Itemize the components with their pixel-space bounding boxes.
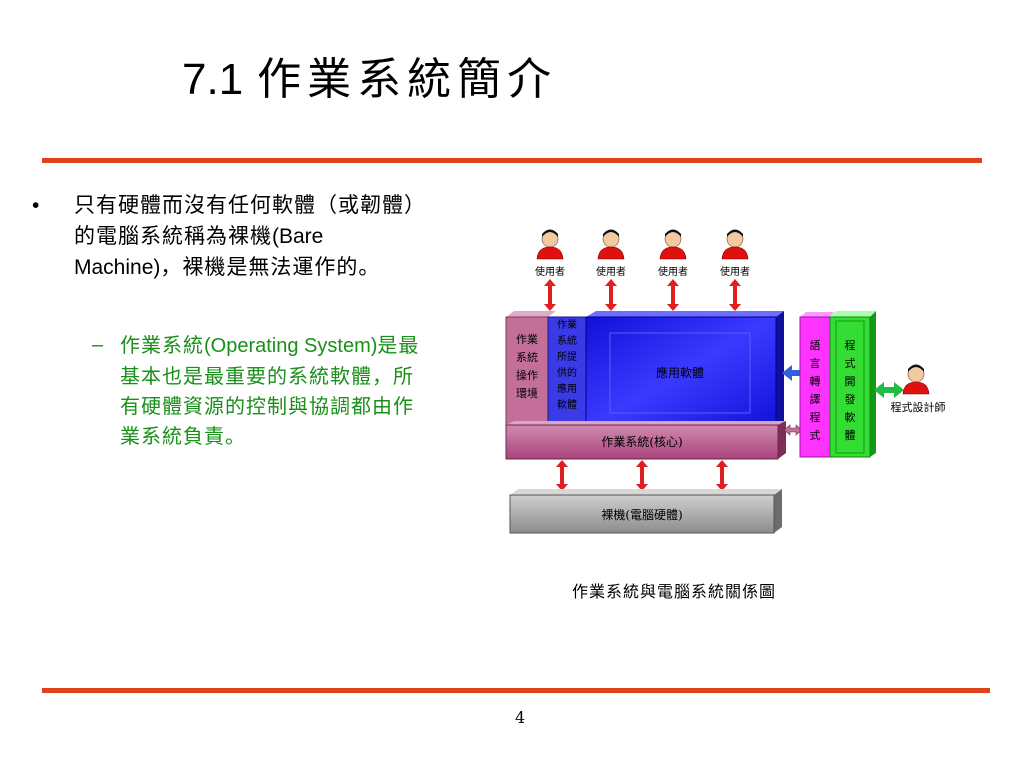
- diagram-caption: 作業系統與電腦系統關係圖: [572, 582, 777, 601]
- compiler-box: 語言轉譯程式: [799, 312, 834, 458]
- user-arrows: [544, 279, 741, 311]
- hardware-arrow: [556, 460, 568, 491]
- user-arrow: [544, 279, 556, 311]
- kernel-compiler-arrow: [783, 424, 803, 436]
- diagram-char: 譯: [810, 392, 821, 406]
- diagram-char: 環境: [516, 386, 538, 400]
- svg-text:作業系統所提供的應用軟體: 作業系統所提供的應用軟體: [557, 318, 577, 411]
- user-label: 使用者: [720, 265, 750, 278]
- users-row: 使用者 使用者 使用者 使用者: [535, 229, 750, 278]
- user-arrow: [605, 279, 617, 311]
- bare-machine-label: 裸機(電腦硬體): [601, 507, 682, 522]
- diagram-char: 系統: [557, 334, 577, 347]
- svg-text:語言轉譯程式: 語言轉譯程式: [810, 338, 821, 442]
- os-environment-box: 作業系統操作環境: [505, 311, 556, 426]
- user-arrow: [729, 279, 741, 311]
- bullet-text-c: ，裸機是無法運作的。: [160, 255, 381, 279]
- bottom-divider: [42, 688, 990, 693]
- diagram-char: 式: [810, 429, 821, 442]
- bullet-mark: •: [32, 194, 40, 217]
- diagram-char: 作業: [516, 333, 538, 346]
- diagram-char: 軟: [845, 410, 856, 424]
- diagram-char: 轉: [810, 375, 821, 388]
- diagram-char: 應用: [557, 382, 577, 395]
- application-software-box: 應用軟體: [585, 311, 784, 430]
- kernel-label: 作業系統(核心): [601, 435, 682, 449]
- diagram-char: 所提: [557, 351, 577, 363]
- diagram-char: 言: [810, 357, 821, 370]
- sub-bullet-text-c: 是最基本也是最重要的系統軟體，所有硬體資源的控制與協調都由作業系統負責。: [120, 333, 420, 448]
- top-divider: [42, 158, 982, 163]
- title-text: 作業系統簡介: [257, 54, 558, 105]
- page-number: 4: [515, 708, 526, 727]
- dev-software-box: 程式開發軟體: [829, 311, 876, 458]
- diagram-char: 作業: [557, 318, 577, 331]
- sub-bullet-text-a: 作業系統: [120, 333, 204, 357]
- hardware-arrows: [556, 460, 728, 491]
- compiler-to-app-arrow: [782, 365, 800, 381]
- svg-text:作業系統操作環境: 作業系統操作環境: [516, 333, 538, 400]
- bullet-text: 只有硬體而沒有任何軟體（或韌體）的電腦系統稱為裸機(Bare Machine)，…: [74, 190, 422, 283]
- diagram-char: 軟體: [557, 398, 577, 411]
- bare-machine-box: 裸機(電腦硬體): [509, 489, 782, 534]
- app-software-label: 應用軟體: [656, 365, 704, 380]
- user-label: 使用者: [535, 265, 565, 278]
- diagram-char: 系統: [516, 350, 538, 364]
- diagram-char: 程: [845, 339, 856, 352]
- diagram-char: 發: [845, 392, 856, 406]
- sub-bullet-text: 作業系統(Operating System)是最基本也是最重要的系統軟體，所有硬…: [120, 330, 422, 451]
- user-arrow: [667, 279, 679, 311]
- sub-bullet-mark: –: [92, 334, 104, 356]
- programmer-arrow: [874, 382, 904, 398]
- user-figure: [597, 229, 625, 260]
- programmer-label: 程式設計師: [891, 400, 946, 414]
- diagram-char: 語: [810, 338, 821, 352]
- diagram-char: 體: [845, 429, 856, 442]
- hardware-arrow: [716, 460, 728, 491]
- diagram-char: 開: [845, 375, 856, 388]
- sub-bullet-text-b: (Operating System): [204, 335, 378, 357]
- bullet-text-a: 只有硬體而沒有任何軟體（或韌體）的電腦系統稱為裸機: [74, 193, 416, 248]
- user-figure: [721, 229, 749, 260]
- user-label: 使用者: [596, 265, 626, 278]
- slide-title: 7.1 作業系統簡介: [182, 52, 557, 108]
- programmer-figure: [902, 364, 930, 395]
- diagram-char: 操作: [516, 368, 538, 382]
- bullet-item: • 只有硬體而沒有任何軟體（或韌體）的電腦系統稱為裸機(Bare Machine…: [32, 190, 422, 283]
- hardware-arrow: [636, 460, 648, 491]
- svg-text:程式開發軟體: 程式開發軟體: [845, 339, 856, 442]
- diagram-svg: 使用者使用者使用者使用者 作業系統操作環境 作業系統所提供的應用軟體 應用軟體: [505, 229, 946, 534]
- kernel-box: 作業系統(核心): [505, 421, 786, 460]
- user-figure: [659, 229, 687, 260]
- os-relationship-diagram: 使用者使用者使用者使用者 作業系統操作環境 作業系統所提供的應用軟體 應用軟體: [500, 225, 970, 545]
- diagram-char: 式: [845, 357, 856, 370]
- os-provided-apps-box: 作業系統所提供的應用軟體: [547, 316, 587, 426]
- sub-bullet-item: – 作業系統(Operating System)是最基本也是最重要的系統軟體，所…: [92, 330, 422, 451]
- user-label: 使用者: [658, 265, 688, 278]
- title-number: 7.1: [182, 55, 244, 104]
- diagram-char: 供的: [557, 366, 577, 379]
- diagram-char: 程: [810, 411, 821, 424]
- bullet-text-b: (Bare Machine): [74, 225, 324, 279]
- user-figure: [536, 229, 564, 260]
